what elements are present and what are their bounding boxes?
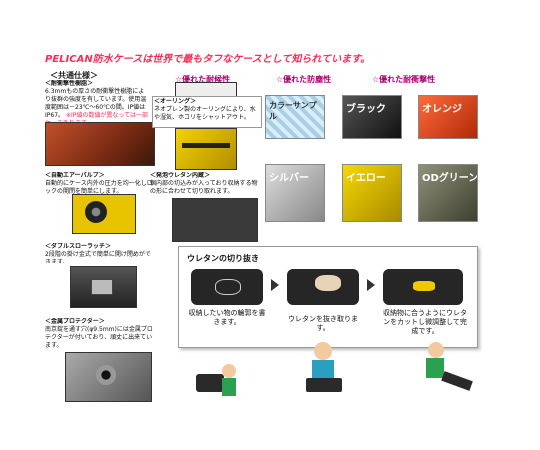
impact-resin-title: ＜耐衝撃性樹脂＞ bbox=[45, 80, 94, 87]
color-orange-tile: オレンジ bbox=[418, 95, 478, 139]
hand-shape bbox=[315, 275, 341, 291]
o-ring-text: ネオプレン製のオーリングにより、水や湿気、ホコリをシャットアウト。 bbox=[154, 106, 256, 121]
latch-title: ＜ダブルスローラッチ＞ bbox=[45, 243, 112, 250]
foam-step1-image bbox=[191, 269, 263, 305]
foam-step2-image bbox=[287, 269, 359, 305]
body-shape bbox=[312, 360, 334, 378]
color-sample-label: カラーサンプル bbox=[269, 101, 317, 121]
valve-knob bbox=[85, 201, 107, 223]
color-black-label: ブラック bbox=[346, 104, 386, 115]
metal-protector-text: 南京錠を通す穴(φ9.5mm)には金属プロテクターが付いており、頑丈に出来ていま… bbox=[45, 326, 153, 348]
impact-resin-warning: ※IP値の数値が異なっては一部ケースあります。 bbox=[45, 112, 148, 122]
latch-clip bbox=[91, 279, 113, 295]
latch-text: 2段階の掛け金式で簡単に開け閉めができます。 bbox=[45, 251, 151, 263]
arrow-right-icon bbox=[271, 279, 279, 291]
o-ring-caption: ＜オーリング＞ ネオプレン製のオーリングにより、水や湿気、ホコリをシャットアウト… bbox=[152, 96, 262, 128]
body-shape bbox=[222, 378, 236, 396]
color-yellow-tile: イエロー bbox=[342, 164, 402, 222]
urethane-panel-title: ウレタンの切り抜き bbox=[187, 254, 259, 263]
yellow-item-shape bbox=[413, 281, 435, 291]
color-od-green-tile: ODグリーン bbox=[418, 164, 478, 222]
urethane-foam-photo bbox=[172, 198, 258, 242]
latch-photo bbox=[70, 266, 137, 308]
step2-caption: ウレタンを抜き取ります。 bbox=[288, 315, 358, 332]
urethane-cut-panel: ウレタンの切り抜き 収納したい物の輪郭を書きます。 ウレタンを抜き取ります。 収… bbox=[178, 246, 478, 348]
feature-weather-heading: ☆優れた耐候性 bbox=[175, 75, 231, 84]
color-orange-label: オレンジ bbox=[422, 104, 462, 115]
air-valve-title: ＜自動エアーバルブ＞ bbox=[45, 172, 105, 179]
color-sample-tile: カラーサンプル bbox=[265, 95, 325, 139]
metal-protector-photo bbox=[65, 352, 152, 402]
arrow-right-icon bbox=[367, 279, 375, 291]
case-edge-photo bbox=[45, 122, 155, 166]
impact-resin-caption: ＜耐衝撃性樹脂＞ 6.3mmもの厚さの耐衝撃性樹脂により抜群の強度を有しています… bbox=[45, 80, 150, 122]
person-opening-case-illustration bbox=[188, 360, 248, 400]
banner-headline: PELICAN防水ケースは世界で最もタフなケースとして知られています。 bbox=[45, 54, 371, 65]
color-silver-label: シルバー bbox=[269, 173, 309, 184]
urethane-caption: ＜発泡ウレタン内蔵＞ 個内部の切込みが入っており収納する物の形に合わせて切り取れ… bbox=[150, 172, 258, 200]
color-yellow-label: イエロー bbox=[346, 173, 386, 184]
metal-protector-title: ＜金属プロテクター＞ bbox=[45, 318, 105, 325]
latch-caption: ＜ダブルスローラッチ＞ 2段階の掛け金式で簡単に開け閉めができます。 bbox=[45, 243, 153, 263]
head-shape bbox=[222, 364, 236, 378]
common-spec-heading: ＜共通仕様＞ bbox=[50, 71, 98, 80]
color-silver-tile: シルバー bbox=[265, 164, 325, 222]
feature-dust-heading: ☆優れた防塵性 bbox=[276, 75, 332, 84]
foam-step3-image bbox=[383, 269, 463, 305]
lock-hole bbox=[96, 365, 116, 385]
case-shape bbox=[196, 374, 224, 392]
person-rolling-case-illustration bbox=[420, 340, 475, 400]
impact-resin-text: 6.3mmもの厚さの耐衝撃性樹脂により抜群の強度を有しています。使用温度範囲は－… bbox=[45, 88, 147, 119]
feature-impact-heading: ☆優れた耐衝撃性 bbox=[372, 75, 436, 84]
body-shape bbox=[426, 358, 444, 378]
case-shape bbox=[441, 371, 473, 391]
o-ring-title: ＜オーリング＞ bbox=[154, 98, 197, 105]
air-valve-text: 自動的にケース内外の圧力を均一化しロックの開閉を簡単にします。 bbox=[45, 180, 153, 195]
color-black-tile: ブラック bbox=[342, 95, 402, 139]
color-od-green-label: ODグリーン bbox=[422, 173, 478, 184]
person-sitting-illustration bbox=[300, 340, 350, 395]
foam-outline-mark bbox=[215, 279, 241, 295]
step3-caption: 収納物に合うようにウレタンをカットし微調整して完成です。 bbox=[383, 309, 467, 335]
head-shape bbox=[314, 342, 332, 360]
air-valve-photo bbox=[72, 194, 136, 234]
head-shape bbox=[428, 342, 444, 358]
case-shape bbox=[306, 378, 342, 392]
o-ring-seal bbox=[182, 143, 230, 148]
metal-protector-caption: ＜金属プロテクター＞ 南京錠を通す穴(φ9.5mm)には金属プロテクターが付いて… bbox=[45, 318, 153, 348]
air-valve-caption: ＜自動エアーバルブ＞ 自動的にケース内外の圧力を均一化しロックの開閉を簡単にしま… bbox=[45, 172, 155, 198]
step1-caption: 収納したい物の輪郭を書きます。 bbox=[188, 309, 266, 326]
urethane-title: ＜発泡ウレタン内蔵＞ bbox=[150, 172, 211, 179]
o-ring-photo bbox=[175, 128, 237, 170]
urethane-text: 個内部の切込みが入っており収納する物の形に合わせて切り取れます。 bbox=[150, 180, 258, 195]
